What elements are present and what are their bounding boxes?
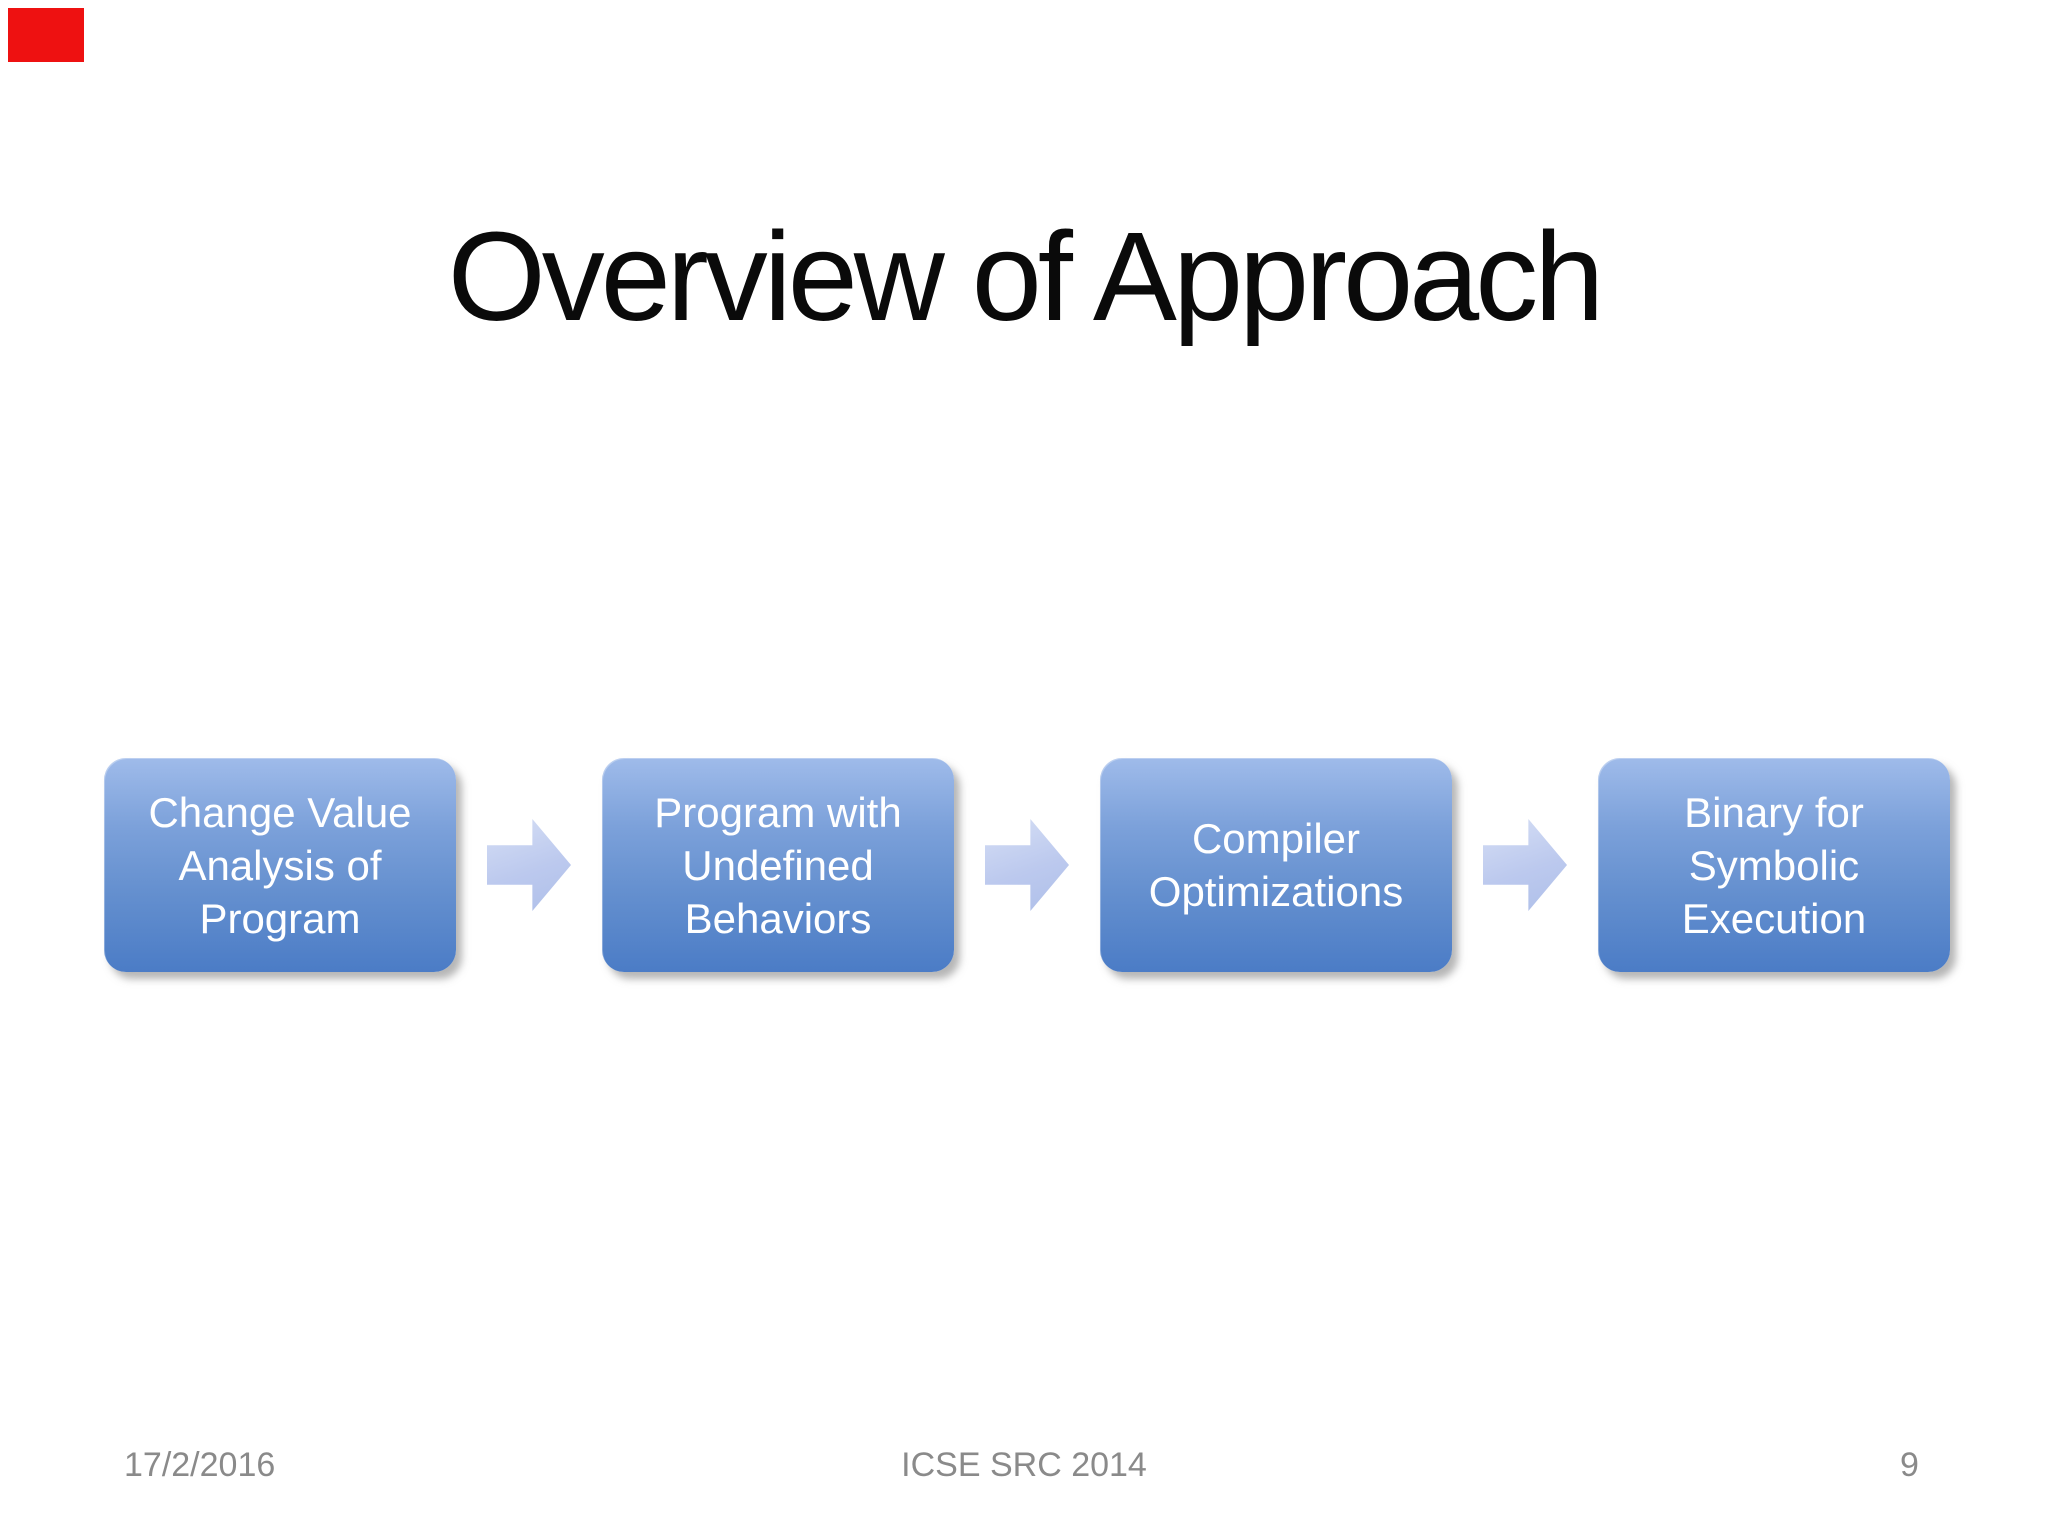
flow-step-label: Compiler Optimizations — [1148, 815, 1404, 915]
flow-step-compiler-optimizations: Compiler Optimizations — [1100, 758, 1452, 972]
slide-page-number: 9 — [1900, 1446, 1919, 1484]
flow-step-change-value-analysis: Change Value Analysis of Program — [104, 758, 456, 972]
red-marker — [8, 8, 84, 62]
flow-step-binary-symbolic-execution: Binary for Symbolic Execution — [1598, 758, 1950, 972]
footer-date: 17/2/2016 — [124, 1446, 276, 1484]
slide-title: Overview of Approach — [447, 206, 1605, 348]
footer-conference-label: ICSE SRC 2014 — [901, 1446, 1147, 1484]
arrow-right-icon — [1483, 818, 1567, 912]
flow-step-program-undefined-behaviors: Program with Undefined Behaviors — [602, 758, 954, 972]
arrow-right-icon — [487, 818, 571, 912]
flow-step-label: Binary for Symbolic Execution — [1681, 788, 1867, 942]
arrow-right-icon — [985, 818, 1069, 912]
flow-step-label: Program with Undefined Behaviors — [654, 788, 902, 942]
flow-diagram: Change Value Analysis of Program Program… — [104, 758, 1950, 972]
flow-step-label: Change Value Analysis of Program — [148, 788, 412, 942]
